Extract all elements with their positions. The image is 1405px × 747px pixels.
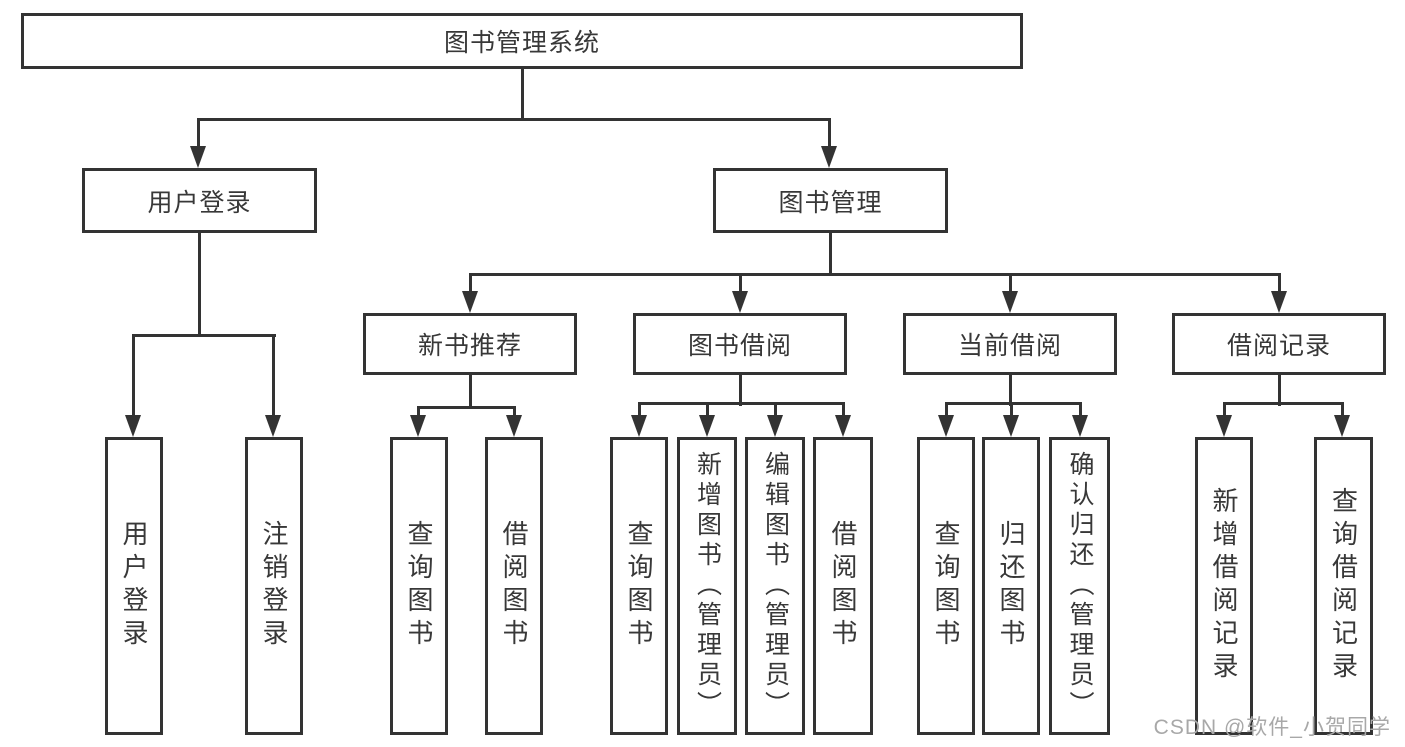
arrowhead-down-icon (1002, 291, 1018, 313)
leaf-query-book-current-label: 查询图书 (931, 520, 961, 652)
node-root: 图书管理系统 (21, 13, 1023, 69)
arrowhead-down-icon (1003, 415, 1019, 437)
leaf-confirm-return-admin: 确认归还（管理员） (1049, 437, 1110, 735)
connector-rail (637, 401, 845, 405)
connector-rail (131, 333, 276, 337)
leaf-return-book: 归还图书 (982, 437, 1040, 735)
leaf-return-book-label: 归还图书 (996, 520, 1026, 652)
arrowhead-down-icon (732, 291, 748, 313)
leaf-query-book-recommend-label: 查询图书 (404, 520, 434, 652)
leaf-borrow-book-recommend-label: 借阅图书 (499, 520, 529, 652)
leaf-add-book-admin-label: 新增图书（管理员） (693, 451, 722, 721)
leaf-user-login: 用户登录 (105, 437, 163, 735)
leaf-logout-label: 注销登录 (259, 520, 289, 652)
arrowhead-down-icon (265, 415, 281, 437)
arrowhead-down-icon (1216, 415, 1232, 437)
leaf-add-borrow-record-label: 新增借阅记录 (1209, 487, 1239, 685)
arrowhead-down-icon (821, 146, 837, 168)
arrowhead-down-icon (410, 415, 426, 437)
node-book-management: 图书管理 (713, 168, 948, 233)
arrowhead-down-icon (1072, 415, 1088, 437)
arrowhead-down-icon (506, 415, 522, 437)
node-borrow-records: 借阅记录 (1172, 313, 1386, 375)
connector-drop (841, 403, 845, 421)
leaf-query-borrow-record-label: 查询借阅记录 (1328, 487, 1359, 685)
node-borrow-records-label: 借阅记录 (1226, 332, 1331, 360)
connector-drop (271, 335, 275, 421)
node-user-login-label: 用户登录 (147, 188, 252, 217)
connector-drop (827, 119, 831, 152)
connector-drop (1078, 403, 1082, 421)
connector-stem (197, 233, 201, 337)
leaf-query-book-borrow-label: 查询图书 (624, 520, 654, 652)
leaf-query-borrow-record: 查询借阅记录 (1314, 437, 1373, 735)
connector-drop (1277, 274, 1281, 297)
arrowhead-down-icon (190, 146, 206, 168)
connector-rail (1222, 401, 1344, 405)
connector-drop (738, 274, 742, 297)
connector-stem (828, 233, 832, 276)
leaf-borrow-book-recommend: 借阅图书 (485, 437, 543, 735)
arrowhead-down-icon (125, 415, 141, 437)
leaf-borrow-book-borrow: 借阅图书 (813, 437, 873, 735)
connector-drop (1340, 403, 1344, 421)
connector-stem (520, 69, 524, 121)
connector-drop (468, 274, 472, 297)
arrowhead-down-icon (631, 415, 647, 437)
leaf-add-book-admin: 新增图书（管理员） (677, 437, 737, 735)
connector-rail (944, 401, 1082, 405)
leaf-query-book-borrow: 查询图书 (610, 437, 668, 735)
leaf-edit-book-admin: 编辑图书（管理员） (745, 437, 805, 735)
arrowhead-down-icon (462, 291, 478, 313)
connector-drop (1222, 403, 1226, 421)
arrowhead-down-icon (699, 415, 715, 437)
arrowhead-down-icon (1271, 291, 1287, 313)
arrowhead-down-icon (1334, 415, 1350, 437)
connector-drop (1009, 403, 1013, 421)
connector-stem (468, 374, 472, 409)
connector-drop (416, 407, 420, 421)
watermark-text: CSDN @软件_小贺同学 (1153, 716, 1391, 739)
node-book-management-label: 图书管理 (778, 188, 883, 217)
connector-drop (637, 403, 641, 421)
arrowhead-down-icon (938, 415, 954, 437)
leaf-user-login-label: 用户登录 (119, 520, 149, 652)
node-current-borrow: 当前借阅 (903, 313, 1117, 375)
connector-drop (131, 335, 135, 421)
node-user-login: 用户登录 (82, 168, 317, 233)
connector-rail (196, 117, 831, 121)
leaf-query-book-recommend: 查询图书 (390, 437, 448, 735)
connector-drop (773, 403, 777, 421)
leaf-borrow-book-borrow-label: 借阅图书 (828, 520, 858, 652)
connector-stem (738, 374, 742, 406)
node-new-book-recommend-label: 新书推荐 (417, 332, 522, 360)
connector-drop (512, 407, 516, 421)
connector-stem (1008, 374, 1012, 406)
node-root-label: 图书管理系统 (443, 29, 600, 57)
node-book-borrow: 图书借阅 (633, 313, 847, 375)
connector-rail (416, 405, 516, 409)
connector-rail (468, 272, 1281, 276)
leaf-confirm-return-admin-label: 确认归还（管理员） (1066, 451, 1094, 721)
leaf-logout: 注销登录 (245, 437, 303, 735)
node-new-book-recommend: 新书推荐 (363, 313, 577, 375)
connector-stem (1277, 374, 1281, 406)
arrowhead-down-icon (767, 415, 783, 437)
leaf-query-book-current: 查询图书 (917, 437, 975, 735)
connector-drop (1008, 274, 1012, 297)
leaf-add-borrow-record: 新增借阅记录 (1195, 437, 1253, 735)
node-current-borrow-label: 当前借阅 (957, 332, 1062, 360)
connector-drop (944, 403, 948, 421)
node-book-borrow-label: 图书借阅 (687, 332, 792, 360)
connector-drop (196, 119, 200, 152)
connector-drop (705, 403, 709, 421)
leaf-edit-book-admin-label: 编辑图书（管理员） (761, 451, 790, 721)
arrowhead-down-icon (835, 415, 851, 437)
